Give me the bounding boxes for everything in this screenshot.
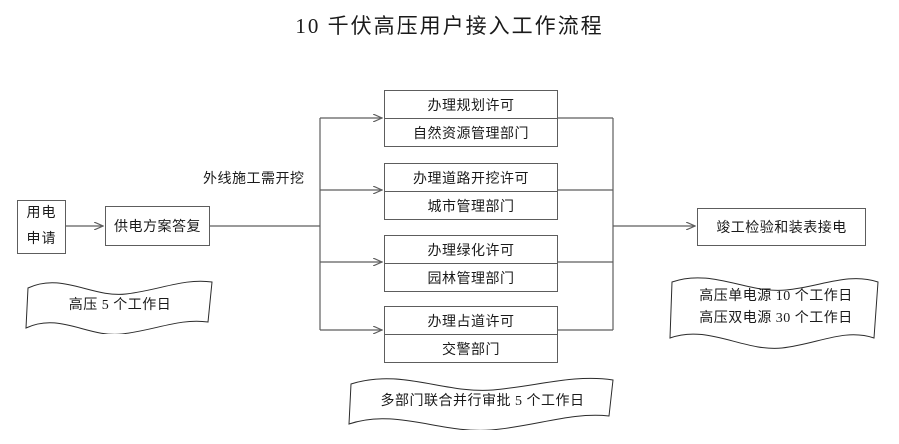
banner-high-voltage-5-days: 高压 5 个工作日 bbox=[22, 272, 218, 335]
node-completion-inspection[interactable]: 竣工检验和装表接电 bbox=[697, 208, 866, 246]
node-permit-greening-department: 园林管理部门 bbox=[385, 263, 557, 291]
label-branch-condition: 外线施工需开挖 bbox=[203, 172, 305, 187]
node-permit-planning[interactable]: 办理规划许可 自然资源管理部门 bbox=[384, 90, 558, 147]
banner-high-voltage-supply-days-line2: 高压双电源 30 个工作日 bbox=[699, 311, 853, 326]
banner-right-shape bbox=[669, 277, 879, 349]
node-supply-plan-reply-label: 供电方案答复 bbox=[114, 220, 201, 235]
banner-high-voltage-supply-days: 高压单电源 10 个工作日 高压双电源 30 个工作日 bbox=[666, 268, 886, 350]
node-permit-road-occupation[interactable]: 办理占道许可 交警部门 bbox=[384, 306, 558, 363]
node-permit-road-excavation[interactable]: 办理道路开挖许可 城市管理部门 bbox=[384, 163, 558, 220]
banner-joint-approval-5-days-text: 多部门联合并行审批 5 个工作日 bbox=[380, 394, 585, 409]
banner-bottom-shape bbox=[348, 377, 614, 431]
node-power-application[interactable]: 用电 申请 bbox=[17, 200, 66, 254]
node-power-application-line1: 用电 bbox=[26, 206, 57, 221]
node-power-application-line2: 申请 bbox=[26, 232, 57, 247]
node-permit-greening[interactable]: 办理绿化许可 园林管理部门 bbox=[384, 235, 558, 292]
node-permit-road-excavation-department: 城市管理部门 bbox=[385, 191, 557, 219]
node-supply-plan-reply[interactable]: 供电方案答复 bbox=[105, 206, 210, 246]
node-permit-road-excavation-action: 办理道路开挖许可 bbox=[413, 171, 529, 187]
node-permit-planning-action: 办理规划许可 bbox=[427, 98, 515, 114]
node-completion-inspection-label: 竣工检验和装表接电 bbox=[716, 221, 847, 236]
banner-left-shape bbox=[25, 280, 213, 335]
page-title: 10 千伏高压用户接入工作流程 bbox=[295, 14, 604, 38]
banner-joint-approval-5-days: 多部门联合并行审批 5 个工作日 bbox=[345, 368, 620, 431]
node-permit-greening-action: 办理绿化许可 bbox=[427, 243, 515, 259]
banner-high-voltage-supply-days-line1: 高压单电源 10 个工作日 bbox=[699, 289, 853, 304]
node-permit-road-occupation-department: 交警部门 bbox=[385, 334, 557, 362]
node-permit-planning-department: 自然资源管理部门 bbox=[385, 118, 557, 146]
node-permit-road-occupation-action: 办理占道许可 bbox=[427, 314, 515, 330]
banner-high-voltage-5-days-text: 高压 5 个工作日 bbox=[68, 298, 172, 313]
